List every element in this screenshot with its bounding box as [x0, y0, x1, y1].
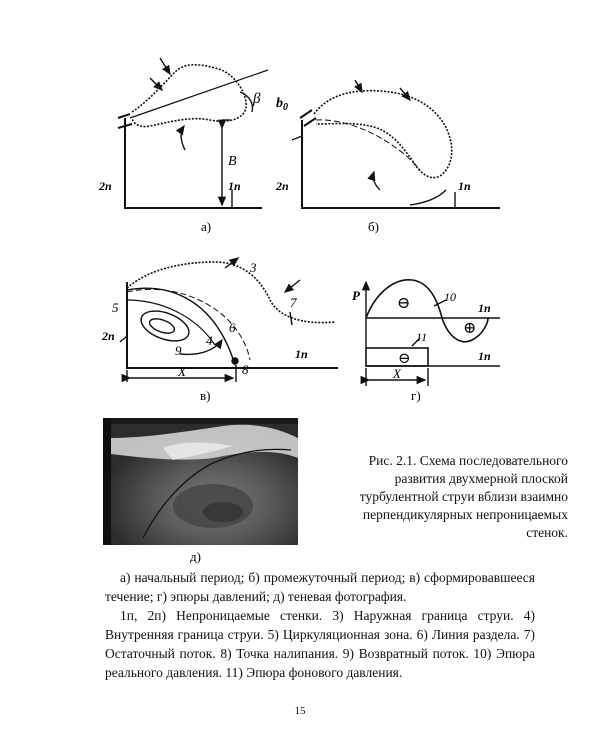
panel-a-beta: β [252, 91, 261, 107]
panel-b-b0: b0 [276, 96, 288, 113]
panel-a [118, 58, 268, 208]
page-number: 15 [0, 705, 600, 717]
panel-g-minus: ⊖ [397, 295, 410, 312]
panel-v-n7: 7 [290, 295, 297, 310]
panel-v-n3: 3 [249, 260, 257, 275]
panel-a-wall1-label: 1п [228, 179, 241, 193]
panel-a-wall2-label: 2п [98, 179, 112, 193]
panel-g [366, 280, 500, 386]
panel-v-label: в) [200, 388, 210, 403]
figure-caption: Рис. 2.1. Схема последовательного развит… [318, 452, 568, 542]
panel-v-n9: 9 [175, 343, 182, 358]
panel-a-label: а) [201, 219, 211, 234]
panel-v-X: X [177, 364, 187, 379]
panel-v-n6: 6 [229, 320, 236, 335]
panel-g-label: г) [411, 388, 421, 403]
panel-g-n10: 10 [444, 290, 456, 304]
panel-g-wall1b: 1п [478, 349, 491, 363]
panel-v-n5: 5 [112, 300, 119, 315]
panel-g-plus: ⊕ [463, 320, 476, 337]
panel-v-wall1-label: 1п [295, 347, 308, 361]
panel-g-X: X [392, 366, 402, 381]
panel-b-wall1-label: 1п [458, 179, 471, 193]
panel-g-wall1a: 1п [478, 301, 491, 315]
panel-g-P: P [352, 288, 361, 303]
panel-g-minus-2: ⊖ [398, 351, 411, 367]
panel-v-n8: 8 [242, 362, 249, 377]
legend-panels: а) начальный период; б) промежуточный пе… [105, 568, 535, 606]
legend-items: 1п, 2п) Непроницаемые стенки. 3) Наружна… [105, 606, 535, 682]
panel-b-wall2-label: 2п [275, 179, 289, 193]
panel-g-n11: 11 [416, 330, 427, 344]
panel-b-label: б) [368, 219, 379, 234]
panel-a-B-label: B [228, 154, 237, 169]
panel-v-n4: 4 [206, 333, 213, 348]
shadow-photograph [103, 418, 298, 545]
panel-v-wall2-label: 2п [101, 329, 115, 343]
panel-d-label: д) [190, 549, 201, 564]
figure-legend: а) начальный период; б) промежуточный пе… [105, 568, 535, 682]
